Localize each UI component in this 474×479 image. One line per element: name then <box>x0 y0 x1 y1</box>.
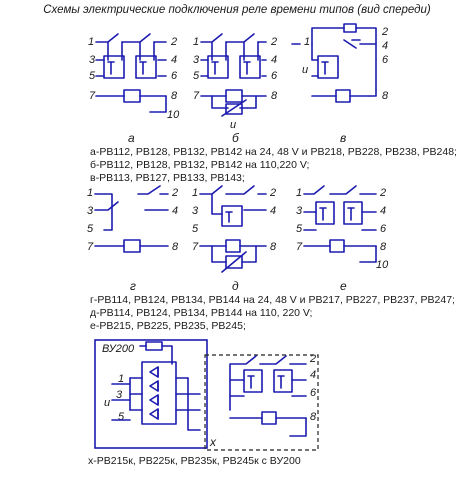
pin-10: 10 <box>376 259 389 271</box>
label-d: д <box>232 279 239 293</box>
diagram-x: ВУ200 u 1 3 5 2 4 6 8 х <box>94 339 319 451</box>
caption-d: д-РВ114, РВ124, РВ134, РВ144 на 110, 220… <box>90 307 312 319</box>
label-g: г <box>130 279 136 293</box>
pin-4: 4 <box>382 40 388 52</box>
pin-2: 2 <box>170 36 177 48</box>
label-e: е <box>340 279 347 293</box>
pin-7: 7 <box>193 90 200 102</box>
diagram-g: 1 3 5 7 2 4 8 г <box>87 185 179 293</box>
pin-4: 4 <box>270 205 276 217</box>
vu200-label: ВУ200 <box>102 343 135 355</box>
caption-x: х-РВ215к, РВ225к, РВ235к, РВ245к с ВУ200 <box>88 455 301 467</box>
pin-7: 7 <box>296 241 303 253</box>
pin-2: 2 <box>379 187 386 199</box>
caption-a: а-РВ112, РВ128, РВ132, РВ142 на 24, 48 V… <box>90 146 457 158</box>
pin-1: 1 <box>87 187 93 199</box>
caption-e: е-РВ215, РВ225, РВ235, РВ245; <box>90 320 246 332</box>
pin-2: 2 <box>381 26 388 38</box>
pin-2: 2 <box>309 353 316 365</box>
pin-4: 4 <box>271 54 277 66</box>
caption-v: в-РВ113, РВ127, РВ133, РВ143; <box>90 172 245 184</box>
label-x: х <box>209 435 217 449</box>
pin-10: 10 <box>167 109 180 121</box>
pin-2: 2 <box>171 187 178 199</box>
label-a: а <box>128 131 135 145</box>
pin-7: 7 <box>89 90 96 102</box>
pin-3: 3 <box>192 205 199 217</box>
pin-4: 4 <box>380 205 386 217</box>
pin-5: 5 <box>118 411 125 423</box>
pin-8: 8 <box>380 241 387 253</box>
page-title: Схемы электрические подключения реле вре… <box>43 4 431 16</box>
pin-8: 8 <box>382 90 389 102</box>
pin-8: 8 <box>271 90 278 102</box>
pin-3: 3 <box>87 205 94 217</box>
pin-1: 1 <box>118 373 124 385</box>
pin-5: 5 <box>192 223 199 235</box>
pin-8: 8 <box>171 90 178 102</box>
pin-6: 6 <box>271 70 278 82</box>
diagram-v: 1 u 2 4 6 8 в <box>291 23 389 145</box>
pin-u: u <box>230 119 236 131</box>
pin-4: 4 <box>171 54 177 66</box>
pin-5: 5 <box>87 223 94 235</box>
label-v: в <box>340 131 346 145</box>
relay-enclosure <box>204 354 319 451</box>
pin-4: 4 <box>172 205 178 217</box>
diagram-b: 1 3 5 7 2 4 6 8 u б <box>193 33 278 145</box>
pin-3: 3 <box>89 54 96 66</box>
pin-1: 1 <box>296 187 302 199</box>
pin-2: 2 <box>270 36 277 48</box>
diagram-e: 1 3 5 7 2 4 6 8 10 е <box>296 185 389 293</box>
pin-u: u <box>104 397 110 409</box>
pin-3: 3 <box>296 205 303 217</box>
pin-8: 8 <box>270 241 277 253</box>
pin-u: u <box>302 64 308 76</box>
pin-1: 1 <box>193 36 199 48</box>
pin-5: 5 <box>89 70 96 82</box>
pin-1: 1 <box>304 36 310 48</box>
pin-6: 6 <box>380 223 387 235</box>
pin-6: 6 <box>171 70 178 82</box>
pin-8: 8 <box>172 241 179 253</box>
pin-4: 4 <box>310 369 316 381</box>
caption-g: г-РВ114, РВ124, РВ134, РВ144 на 24, 48 V… <box>90 294 455 306</box>
pin-6: 6 <box>382 54 389 66</box>
pin-7: 7 <box>192 241 199 253</box>
pin-7: 7 <box>87 241 94 253</box>
pin-1: 1 <box>88 36 94 48</box>
pin-8: 8 <box>310 411 317 423</box>
vu200-block <box>94 339 208 449</box>
pin-5: 5 <box>296 223 303 235</box>
diagram-d: 1 3 5 7 2 4 8 д <box>192 185 277 293</box>
caption-b: б-РВ112, РВ128, РВ132, РВ142 на 110,220 … <box>90 159 309 171</box>
label-b: б <box>232 131 240 145</box>
pin-1: 1 <box>192 187 198 199</box>
pin-2: 2 <box>269 187 276 199</box>
pin-5: 5 <box>193 70 200 82</box>
diagram-a: 1 3 5 7 2 4 6 8 10 а <box>88 33 180 145</box>
pin-6: 6 <box>310 387 317 399</box>
pin-3: 3 <box>193 54 200 66</box>
pin-3: 3 <box>116 389 123 401</box>
